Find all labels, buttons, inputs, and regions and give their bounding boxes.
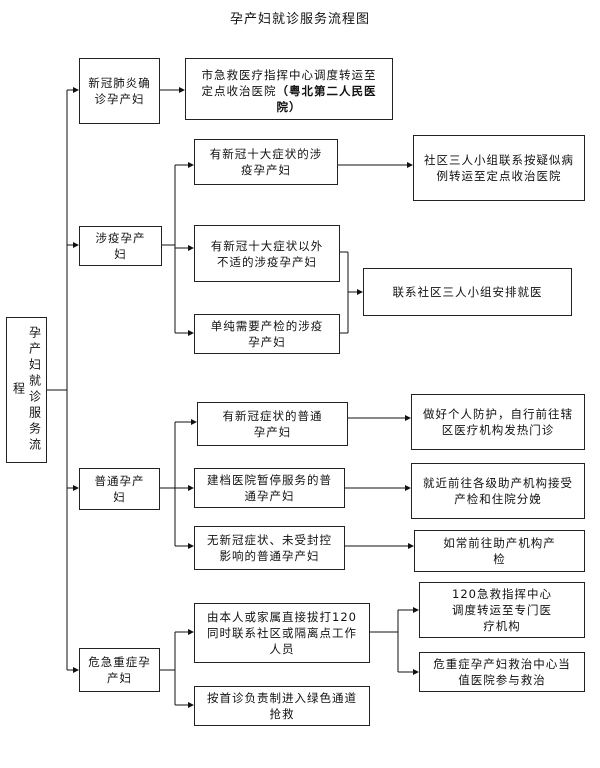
category-critical-label: 危急重症孕产妇 xyxy=(88,655,151,685)
root-node: 孕产妇就诊服务流程 xyxy=(6,317,47,463)
category-covid: 新冠肺炎确诊孕产妇 xyxy=(79,58,160,124)
normal-none-text: 无新冠症状、未受封控影响的普通孕产妇 xyxy=(207,533,332,563)
category-covid-label: 新冠肺炎确诊孕产妇 xyxy=(88,76,151,106)
epi-10-action-node: 社区三人小组联系按疑似病例转运至定点收治医院 xyxy=(413,135,585,201)
category-normal-label: 普通孕产妇 xyxy=(94,474,145,504)
epi-checkup-node: 单纯需要产检的涉疫孕产妇 xyxy=(194,314,340,354)
critical-120-text: 120急救指挥中心调度转运至专门医疗机构 xyxy=(452,587,552,633)
normal-symptom-text: 有新冠症状的普通孕产妇 xyxy=(222,409,323,439)
epi-community-node: 联系社区三人小组安排就医 xyxy=(363,268,572,316)
covid-action-hospital: （粤北第二人民医院） xyxy=(276,84,377,114)
normal-suspended-text: 建档医院暂停服务的普通孕产妇 xyxy=(207,473,332,503)
covid-action-node: 市急救医疗指挥中心调度转运至定点收治医院（粤北第二人民医院） xyxy=(185,58,393,120)
epi-other-symptom-text: 有新冠十大症状以外不适的涉疫孕产妇 xyxy=(210,238,324,269)
epi-10-symptom-node: 有新冠十大症状的涉疫孕产妇 xyxy=(194,139,338,185)
normal-symptom-node: 有新冠症状的普通孕产妇 xyxy=(197,402,348,446)
normal-suspended-node: 建档医院暂停服务的普通孕产妇 xyxy=(194,468,345,508)
diagram-title: 孕产妇就诊服务流程图 xyxy=(229,12,370,27)
normal-none-action-text: 如常前往助产机构产检 xyxy=(443,536,556,566)
normal-symptom-action-node: 做好个人防护，自行前往辖区医疗机构发热门诊 xyxy=(411,394,585,450)
epi-community-text: 联系社区三人小组安排就医 xyxy=(392,285,543,299)
epi-checkup-text: 单纯需要产检的涉疫孕产妇 xyxy=(210,319,324,349)
normal-suspended-action-node: 就近前往各级助产机构接受产检和住院分娩 xyxy=(411,463,585,519)
critical-120-node: 120急救指挥中心调度转运至专门医疗机构 xyxy=(419,582,585,638)
covid-action-text: 市急救医疗指挥中心调度转运至定点收治医院 xyxy=(201,68,377,98)
normal-symptom-action-text: 做好个人防护，自行前往辖区医疗机构发热门诊 xyxy=(423,407,573,437)
category-normal: 普通孕产妇 xyxy=(79,468,160,510)
category-critical: 危急重症孕产妇 xyxy=(79,648,160,692)
root-label: 孕产妇就诊服务流程 xyxy=(11,326,42,454)
critical-green-channel-node: 按首诊负责制进入绿色通道抢救 xyxy=(194,686,370,726)
normal-none-action-node: 如常前往助产机构产检 xyxy=(414,530,585,572)
critical-green-channel-text: 按首诊负责制进入绿色通道抢救 xyxy=(207,691,357,721)
epi-10-symptom-text: 有新冠十大症状的涉疫孕产妇 xyxy=(209,147,323,177)
critical-call-node: 由本人或家属直接拔打120同时联系社区或隔离点工作人员 xyxy=(194,603,370,663)
epi-other-symptom-node: 有新冠十大症状以外不适的涉疫孕产妇 xyxy=(194,225,340,282)
category-epi-label: 涉疫孕产妇 xyxy=(95,231,146,261)
category-epi: 涉疫孕产妇 xyxy=(79,226,162,266)
epi-10-action-text: 社区三人小组联系按疑似病例转运至定点收治医院 xyxy=(424,153,574,183)
normal-none-node: 无新冠症状、未受封控影响的普通孕产妇 xyxy=(194,526,345,570)
critical-hospital-text: 危重症孕产妇救治中心当值医院参与救治 xyxy=(433,657,571,687)
critical-call-text: 由本人或家属直接拔打120同时联系社区或隔离点工作人员 xyxy=(207,610,357,656)
normal-suspended-action-text: 就近前往各级助产机构接受产检和住院分娩 xyxy=(423,476,573,506)
critical-hospital-node: 危重症孕产妇救治中心当值医院参与救治 xyxy=(419,652,585,692)
